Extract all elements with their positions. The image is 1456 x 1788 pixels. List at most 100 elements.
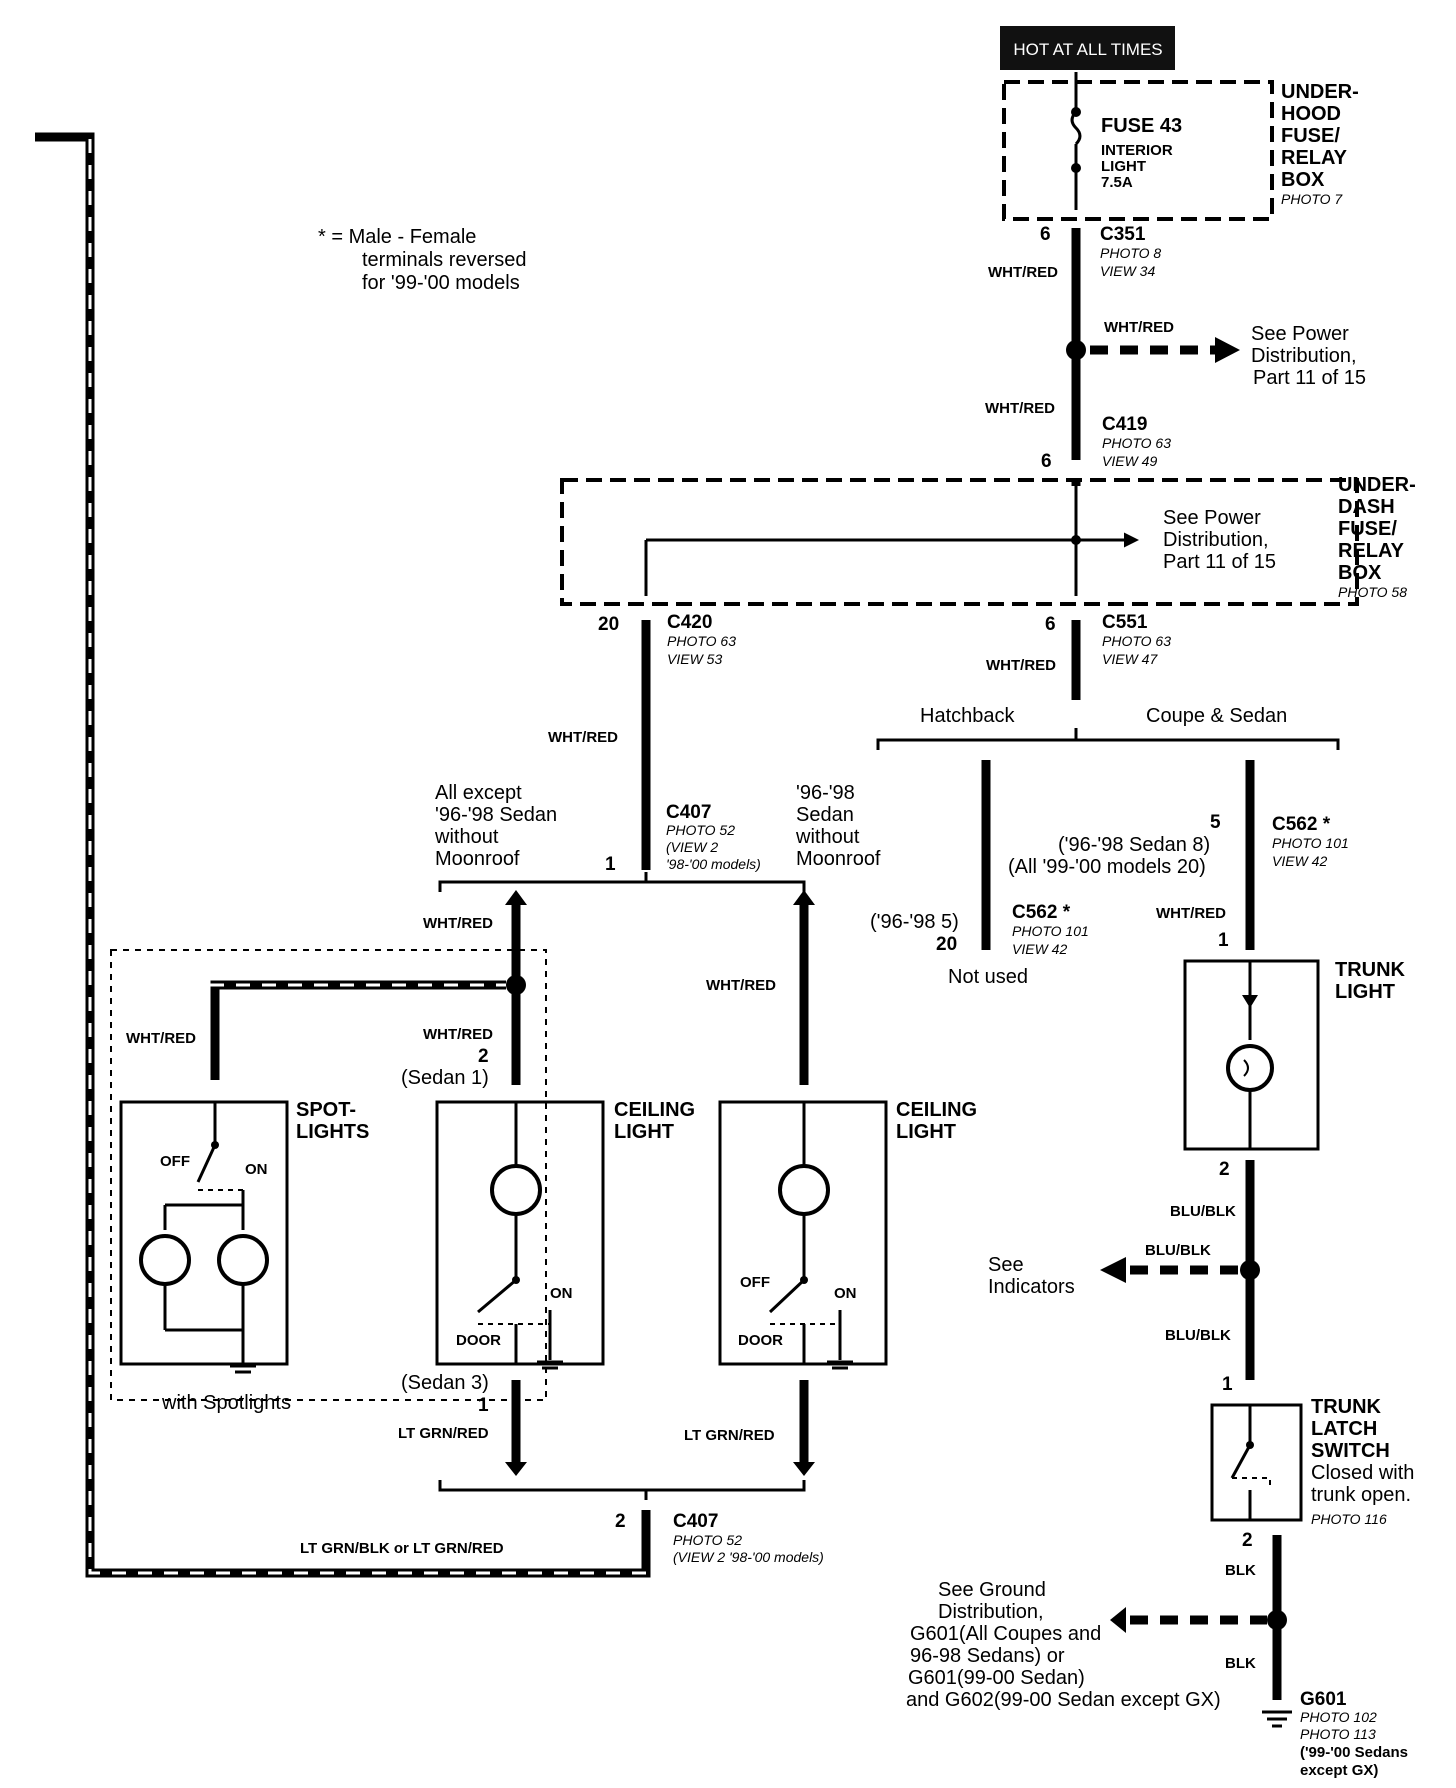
all-except-4: Moonroof — [435, 848, 520, 870]
underdash-fuse-relay-box: See Power Distribution, Part 11 of 15 UN… — [560, 474, 1416, 606]
ground-ref-2: Distribution, — [938, 1601, 1044, 1623]
c562-right-photo: PHOTO 101 — [1272, 835, 1349, 851]
underdash-name-4: RELAY — [1338, 540, 1405, 562]
ceiling-right-door: DOOR — [738, 1332, 783, 1349]
c562-right-alt-1: ('96-'98 Sedan 8) — [1058, 834, 1210, 856]
spotlights — [119, 1100, 289, 1374]
diode-icon — [1242, 995, 1258, 1008]
c551-pin: 6 — [1045, 614, 1056, 635]
c562-left-view: VIEW 42 — [1012, 941, 1067, 957]
power-dist-ref-2: Distribution, — [1251, 345, 1357, 367]
trunk-latch-desc-1: Closed with — [1311, 1462, 1414, 1484]
note-line-3: for '99-'00 models — [362, 272, 520, 294]
all-except-3: without — [434, 826, 499, 848]
underdash-name-1: UNDER- — [1338, 474, 1416, 496]
spotlights-name-1: SPOT- — [296, 1099, 356, 1121]
c407-top-note: '98-'00 models) — [666, 856, 761, 872]
wire-label-c351: WHT/RED — [988, 264, 1058, 281]
ceiling-right-name-1: CEILING — [896, 1099, 977, 1121]
wire-label-blk-2: BLK — [1225, 1655, 1256, 1672]
underdash-name-5: BOX — [1338, 562, 1382, 584]
underdash-photo: PHOTO 58 — [1338, 584, 1407, 600]
spot-bulb-1-icon — [139, 1234, 191, 1286]
main-feed — [1066, 228, 1240, 700]
trunk-latch-name-3: SWITCH — [1311, 1440, 1390, 1462]
ground-ref-3: G601(All Coupes and — [910, 1623, 1101, 1645]
underhood-name-2: HOOD — [1281, 103, 1341, 125]
c562-right-pin: 5 — [1210, 812, 1221, 833]
trunk-light-name-2: LIGHT — [1335, 981, 1395, 1003]
sedan-without-4: Moonroof — [796, 848, 881, 870]
wire-label-branch: WHT/RED — [1104, 319, 1174, 336]
power-dist-ref-3: Part 11 of 15 — [1253, 367, 1366, 389]
wire-label-spot: WHT/RED — [126, 1030, 196, 1047]
c407-top-photo: PHOTO 52 — [666, 822, 735, 838]
underhood-name-5: BOX — [1281, 169, 1325, 191]
c420-pin: 20 — [598, 614, 619, 635]
fuse-icon — [1070, 110, 1082, 146]
arrow-icon — [1215, 337, 1240, 363]
wire-label-c562: WHT/RED — [1156, 905, 1226, 922]
c351-photo: PHOTO 8 — [1100, 245, 1161, 261]
c551-name: C551 — [1102, 612, 1148, 633]
trunk-latch-pin-bot: 2 — [1242, 1530, 1253, 1551]
wire-label-c420: WHT/RED — [548, 729, 618, 746]
c562-right-pin-low: 1 — [1218, 930, 1229, 951]
ceiling-right-off: OFF — [740, 1274, 770, 1291]
ground-icon — [1262, 1710, 1292, 1728]
underdash-see-1: See Power — [1163, 507, 1261, 529]
all-except-2: '96-'98 Sedan — [435, 804, 557, 826]
ground-ref-1: See Ground — [938, 1579, 1046, 1601]
return-wire — [35, 132, 651, 1578]
all-except-1: All except — [435, 782, 522, 804]
wire-label-left-2: WHT/RED — [423, 1026, 493, 1043]
coupe-sedan-label: Coupe & Sedan — [1146, 705, 1287, 727]
c407-top-pin: 1 — [605, 854, 616, 875]
underhood-photo: PHOTO 7 — [1281, 191, 1343, 207]
ceiling-light-left — [435, 1100, 605, 1370]
trunk-latch-name-1: TRUNK — [1311, 1396, 1382, 1418]
wire-label-right: WHT/RED — [706, 977, 776, 994]
spot-bulb-2-icon — [217, 1234, 269, 1286]
c407-bot-photo: PHOTO 52 — [673, 1532, 742, 1548]
c562-right-view: VIEW 42 — [1272, 853, 1327, 869]
c407-bot-pin: 2 — [615, 1511, 626, 1532]
trunk-light-name-1: TRUNK — [1335, 959, 1406, 981]
trunk-light — [1183, 959, 1320, 1151]
indicators-ref-1: See — [988, 1254, 1024, 1276]
spotlights-name-2: LIGHTS — [296, 1121, 369, 1143]
ceiling-right-on: ON — [834, 1285, 857, 1302]
c407-top-name: C407 — [666, 802, 711, 823]
c351-pin: 6 — [1040, 224, 1051, 245]
ceiling-left-on: ON — [550, 1285, 573, 1302]
ceiling-left-pin-top: 2 — [478, 1046, 489, 1067]
spot-off-label: OFF — [160, 1153, 190, 1170]
ceiling-left-pin-bot: 1 — [478, 1395, 489, 1416]
power-dist-ref-1: See Power — [1251, 323, 1349, 345]
ceiling-left-name-1: CEILING — [614, 1099, 695, 1121]
underhood-name-4: RELAY — [1281, 147, 1348, 169]
g601-note-1: ('99-'00 Sedans — [1300, 1744, 1408, 1761]
wire-label-indicators: BLU/BLK — [1145, 1242, 1211, 1259]
underhood-name-1: UNDER- — [1281, 81, 1359, 103]
sedan-without-1: '96-'98 — [796, 782, 855, 804]
trunk-latch-name-2: LATCH — [1311, 1418, 1377, 1440]
c351-view: VIEW 34 — [1100, 263, 1155, 279]
hot-label: HOT AT ALL TIMES — [1013, 40, 1162, 59]
fuse-desc-1: INTERIOR — [1101, 142, 1173, 159]
c562-left-pin-b: 20 — [936, 934, 957, 955]
c551-photo: PHOTO 63 — [1102, 633, 1171, 649]
note-line-1: * = Male - Female — [318, 226, 476, 248]
c562-right-alt-2: (All '99-'00 models 20) — [1008, 856, 1206, 878]
wire-label-ltgrn-right: LT GRN/RED — [684, 1427, 775, 1444]
ceiling-right-bulb-icon — [778, 1164, 830, 1216]
underhood-fuse-relay-box: FUSE 43 INTERIOR LIGHT 7.5A UNDER- HOOD … — [1002, 72, 1359, 221]
wire-label-left-1: WHT/RED — [423, 915, 493, 932]
ground-arrow-icon — [1110, 1607, 1126, 1633]
spot-on-label: ON — [245, 1161, 268, 1178]
g601-photo-1: PHOTO 102 — [1300, 1709, 1377, 1725]
c562-right-name: C562 * — [1272, 814, 1331, 835]
c351-name: C351 — [1100, 224, 1146, 245]
wire-label-c551: WHT/RED — [986, 657, 1056, 674]
